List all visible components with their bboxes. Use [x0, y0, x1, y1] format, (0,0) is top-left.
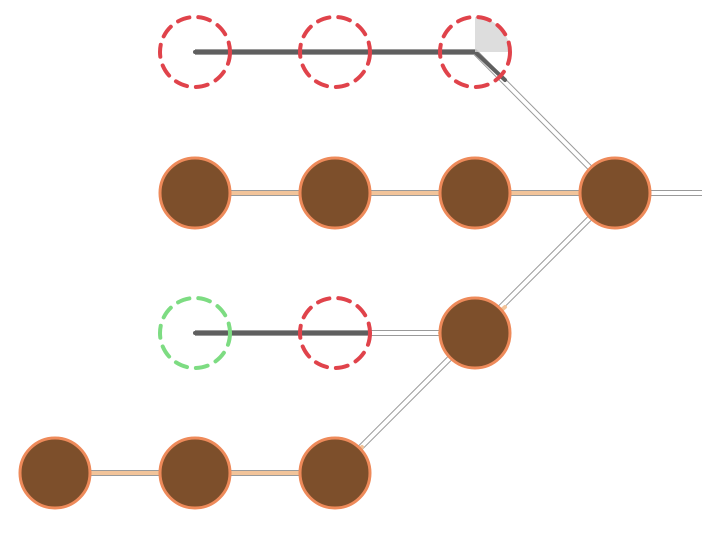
wire-row1 — [195, 50, 617, 195]
node-r2c1[interactable] — [158, 156, 232, 230]
node-r4c1[interactable] — [158, 436, 232, 510]
node-r1c1[interactable] — [158, 15, 232, 89]
node-r3c1[interactable] — [158, 296, 232, 370]
filled-node-circle — [158, 436, 232, 510]
node-r3c2[interactable] — [298, 296, 372, 370]
node-r4c2[interactable] — [298, 436, 372, 510]
filled-node-circle — [298, 436, 372, 510]
trail-layer — [53, 50, 617, 475]
removed-node-marker — [298, 15, 372, 89]
filled-node-circle — [158, 156, 232, 230]
filled-node-circle — [438, 296, 512, 370]
added-node-marker — [158, 296, 232, 370]
filled-node-circle — [18, 436, 92, 510]
node-r4c0[interactable] — [18, 436, 92, 510]
removed-node-marker — [438, 15, 512, 89]
trail-row2 — [193, 191, 617, 217]
node-r1c3[interactable] — [438, 15, 512, 89]
node-r2c3[interactable] — [438, 156, 512, 230]
filled-node-circle — [578, 156, 652, 230]
node-r3c3[interactable] — [438, 296, 512, 370]
node-r2c4[interactable] — [578, 156, 652, 230]
wire-network — [55, 49, 702, 476]
filled-node-circle — [438, 156, 512, 230]
node-r2c2[interactable] — [298, 156, 372, 230]
node-r1c2[interactable] — [298, 15, 372, 89]
removed-node-marker — [298, 296, 372, 370]
wire-row1-border — [195, 49, 618, 196]
removed-node-marker — [158, 15, 232, 89]
trail-row1 — [193, 50, 507, 82]
filled-node-circle — [298, 156, 372, 230]
ghost-node-shading — [475, 17, 510, 52]
node-layer — [18, 15, 652, 510]
